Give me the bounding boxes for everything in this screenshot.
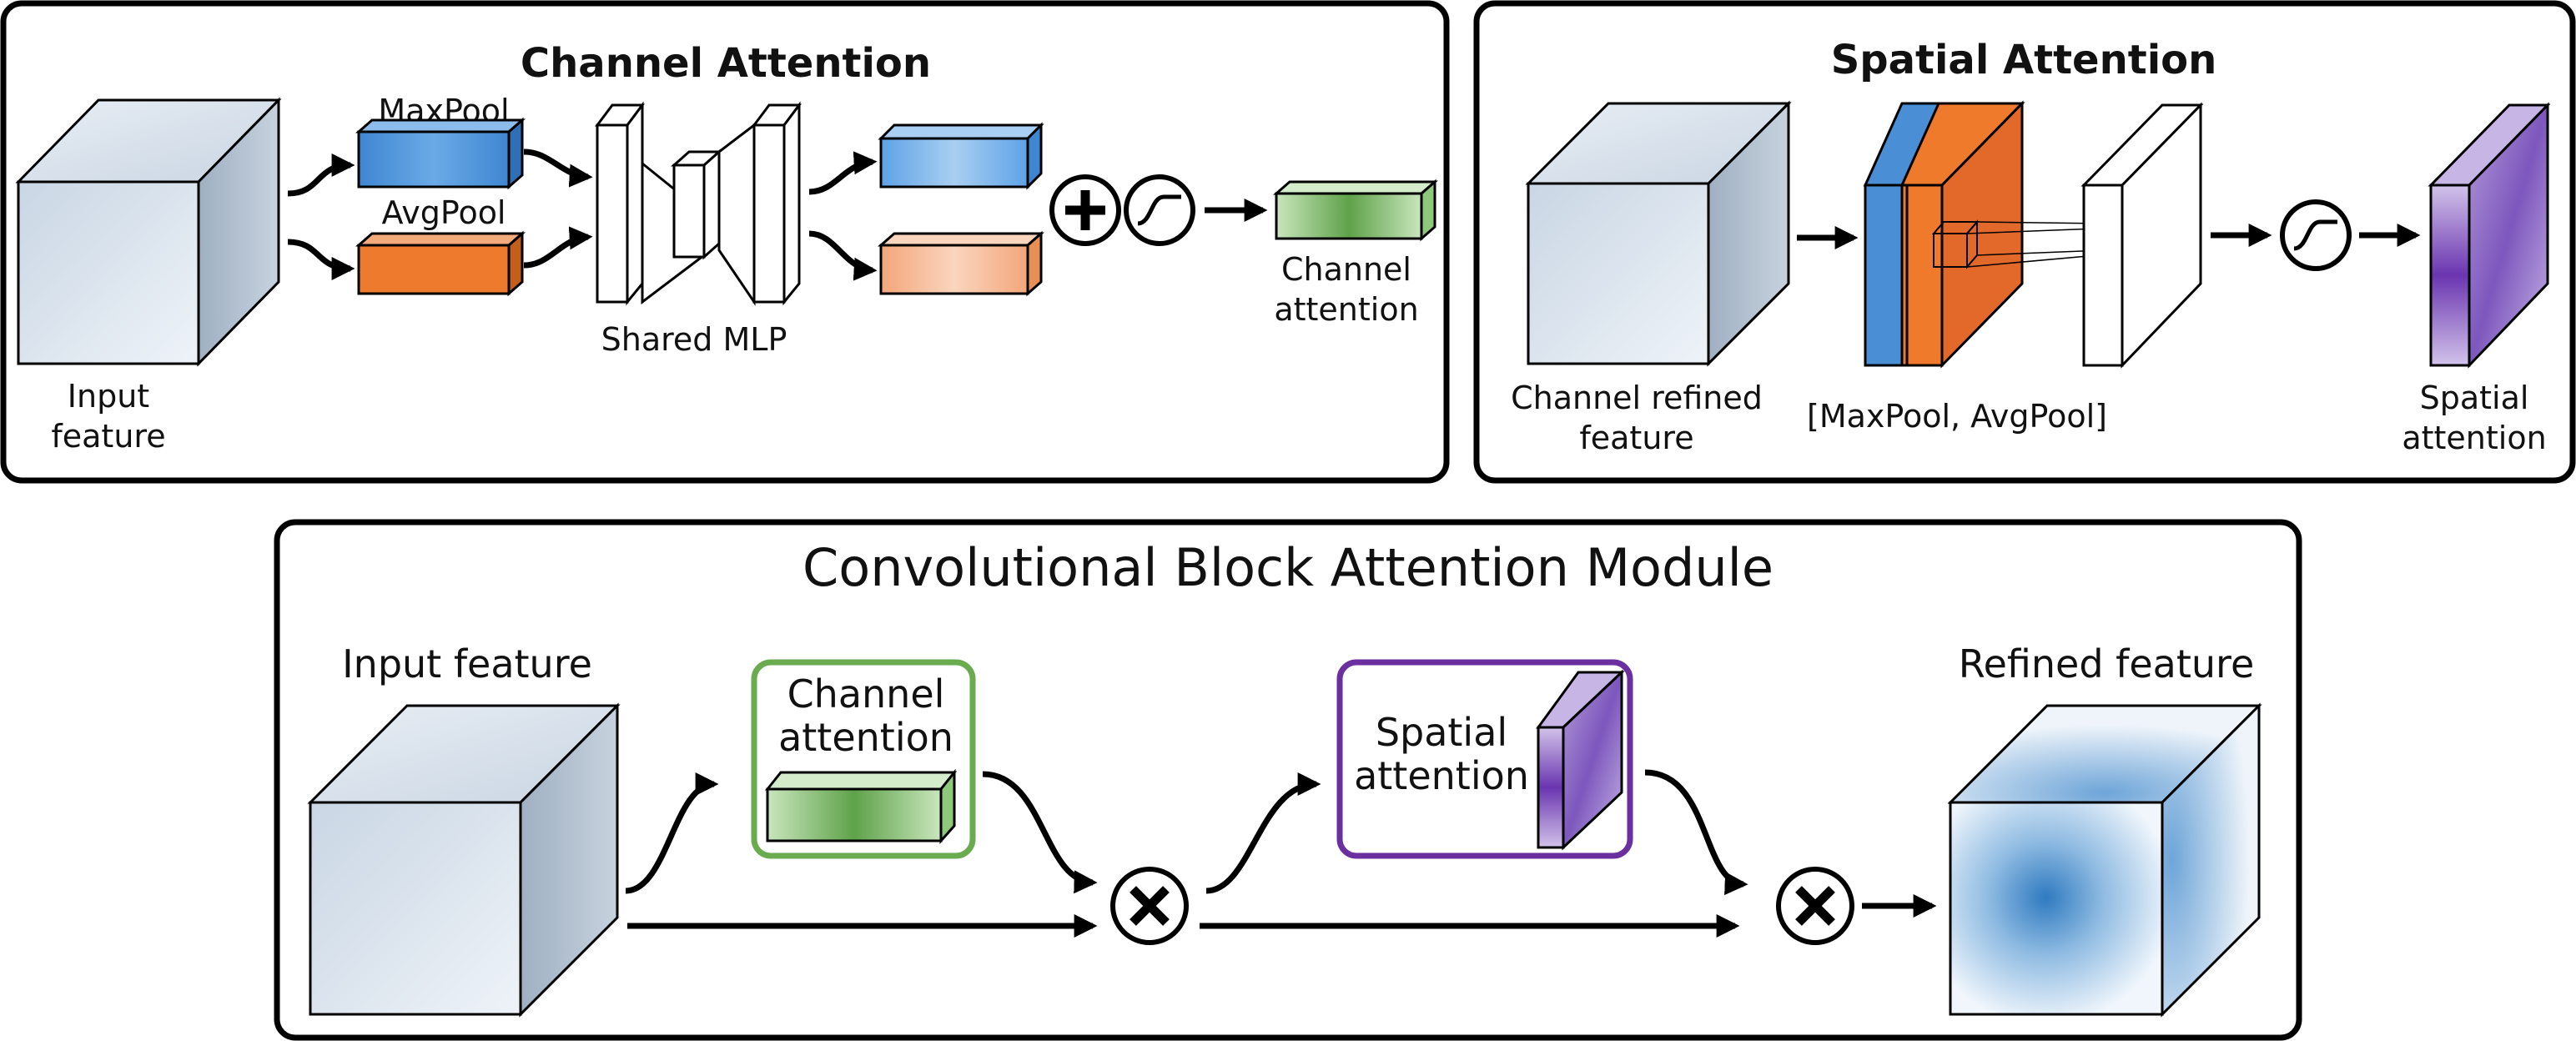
spatial-attention-label-line1: Spatial xyxy=(2420,380,2529,416)
arrow-mlp-to-blue-out xyxy=(808,151,878,195)
mlp-output-orange-bar xyxy=(878,230,1044,297)
arrow-channel-box-to-multiply xyxy=(982,771,1098,894)
maxpool-avgpool-stack xyxy=(1863,100,2025,369)
spatial-attention-label-line2: attention xyxy=(2402,420,2546,456)
cbam-input-label: Input feature xyxy=(342,641,592,686)
spatial-attention-map xyxy=(2428,102,2551,369)
multiply-icon-2 xyxy=(1776,867,1854,945)
shared-mlp-label: Shared MLP xyxy=(601,321,787,358)
arrow-maxpool-to-mlp xyxy=(523,148,593,188)
arrow-spatial-box-to-multiply xyxy=(1644,769,1748,896)
channel-refined-label-line1: Channel refined xyxy=(1511,380,1763,416)
channel-box-label-line1: Channel xyxy=(787,671,945,717)
cbam-input-cube xyxy=(307,702,621,1018)
maxpool-bar xyxy=(355,117,526,190)
spatial-box-purple-slab xyxy=(1536,669,1625,851)
sigmoid-icon xyxy=(1124,174,1195,246)
channel-box-green-bar xyxy=(764,768,958,844)
cbam-panel: Convolutional Block Attention Module Inp… xyxy=(274,519,2302,1041)
arrow-to-avgpool xyxy=(287,239,355,280)
arrow-to-maxpool xyxy=(287,153,355,197)
mlp-output-blue-bar xyxy=(878,122,1044,190)
panel-title: Channel Attention xyxy=(521,40,931,87)
spatial-box-label-line2: attention xyxy=(1354,753,1529,798)
channel-attention-label-line1: Channel xyxy=(1281,251,1411,288)
avgpool-bar xyxy=(355,230,526,297)
refined-feature-label: Refined feature xyxy=(1959,641,2255,686)
input-feature-label-line1: Input xyxy=(68,378,149,415)
sigmoid-icon xyxy=(2280,199,2352,271)
channel-attention-panel: Channel Attention Input feature MaxPool … xyxy=(0,0,1450,484)
input-feature-cube xyxy=(15,97,282,367)
channel-refined-cube xyxy=(1525,100,1792,367)
refined-feature-cube xyxy=(1947,702,2262,1018)
channel-refined-label-line2: feature xyxy=(1579,420,1693,456)
spatial-attention-panel: Spatial Attention Channel refined featur… xyxy=(1473,0,2576,484)
channel-attention-bar xyxy=(1273,179,1438,242)
arrow-mlp-to-orange-out xyxy=(808,230,878,281)
shared-mlp xyxy=(595,101,802,306)
arrow-to-spatial-box xyxy=(1205,772,1321,894)
panel-title: Spatial Attention xyxy=(1831,37,2217,83)
multiply-icon-1 xyxy=(1110,867,1189,945)
input-feature-label-line2: feature xyxy=(51,418,165,455)
spatial-box-label-line1: Spatial xyxy=(1376,710,1507,755)
avgpool-label: AvgPool xyxy=(382,194,506,231)
pools-label: [MaxPool, AvgPool] xyxy=(1807,398,2107,435)
conv-output-map xyxy=(2080,102,2204,369)
panel-title: Convolutional Block Attention Module xyxy=(802,537,1774,598)
arrow-avgpool-to-mlp xyxy=(523,226,593,269)
channel-attention-label-line2: attention xyxy=(1274,291,1418,328)
plus-icon xyxy=(1049,174,1121,246)
channel-box-label-line2: attention xyxy=(778,715,953,760)
arrow-to-channel-box xyxy=(625,772,719,894)
